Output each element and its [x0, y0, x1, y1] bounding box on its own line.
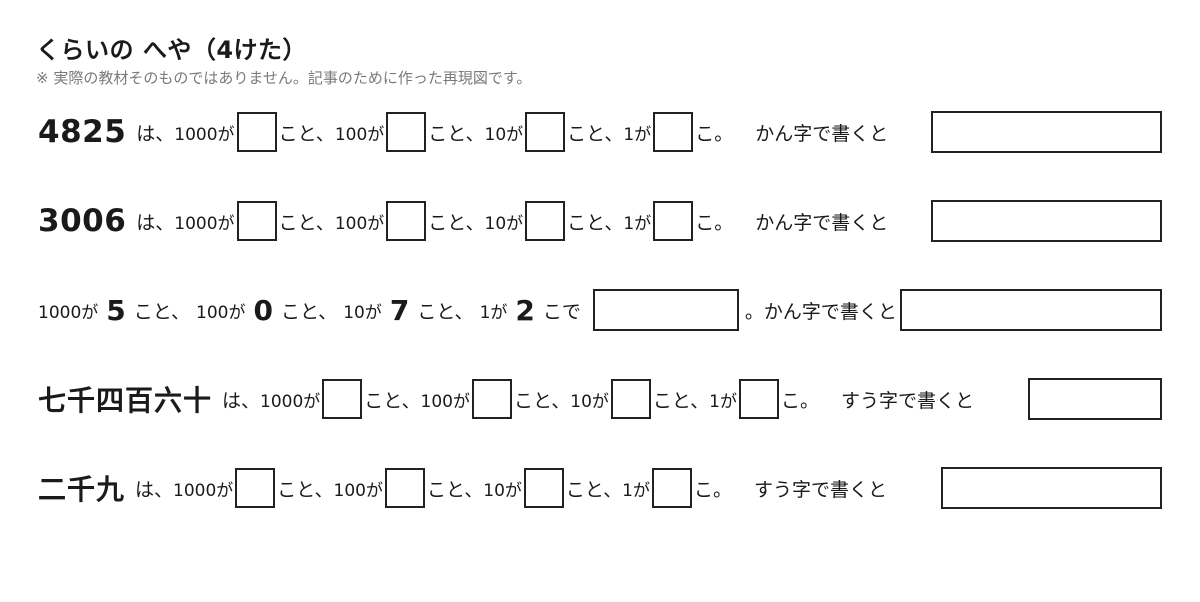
tens-input-box[interactable] [525, 112, 566, 152]
hundreds-input-box[interactable] [385, 468, 425, 508]
koto-label: こと、 [428, 211, 485, 234]
kanji-write-label: かん字で書くと [763, 300, 897, 323]
koto-label: こと、 [427, 478, 484, 501]
thousands-input-box[interactable] [236, 112, 277, 152]
koto-label: こと、 [567, 211, 624, 234]
hundreds-digit: 0 [253, 293, 273, 327]
problem-row-5: 二千九 は、 1000が こと、 100が こと、 10が こと、 1が こ。 … [38, 466, 1162, 510]
ones-label: 1が [479, 302, 508, 323]
hundreds-label: 100が [196, 302, 246, 323]
kanji-write-label: かん字で書くと [755, 122, 889, 145]
thousands-digit: 5 [106, 293, 126, 327]
tens-input-box[interactable] [610, 379, 651, 419]
kanji-answer-box[interactable] [900, 289, 1162, 331]
wa-label: は、 [136, 211, 175, 234]
koto-label: こと、 [565, 478, 623, 501]
hundreds-label: 100が [334, 213, 385, 234]
disclaimer-note: ※ 実際の教材そのものではありません。記事のために作った再現図です。 [36, 69, 532, 87]
worksheet-title: くらいの へや（4けた） [36, 36, 308, 64]
thousands-input-box[interactable] [235, 468, 276, 508]
kanji-answer-box[interactable] [931, 200, 1162, 242]
koto-label: こと、 [277, 478, 334, 501]
koto-label: こと、 [278, 211, 335, 234]
wa-label: は、 [135, 478, 174, 501]
hundreds-input-box[interactable] [386, 112, 427, 152]
suuji-write-label: すう字で書くと [753, 478, 887, 501]
number-4825: 4825 [38, 114, 127, 150]
tens-label: 10が [484, 213, 524, 234]
number-kanji-7460: 七千四百六十 [38, 384, 213, 417]
ko-label: こ。 [695, 211, 734, 234]
problem-row-4: 七千四百六十 は、 1000が こと、 100が こと、 10が こと、 1が … [38, 377, 1162, 421]
tens-input-box[interactable] [525, 201, 566, 241]
number-kanji-2009: 二千九 [38, 473, 126, 506]
ko-label: こ。 [780, 389, 819, 412]
suuji-write-label: すう字で書くと [840, 389, 974, 412]
thousands-label: 1000が [174, 213, 235, 234]
number-answer-box[interactable] [941, 467, 1162, 509]
ones-input-box[interactable] [738, 379, 779, 419]
ones-label: 1が [623, 213, 652, 234]
hundreds-label: 100が [334, 124, 385, 145]
number-3006: 3006 [38, 203, 127, 239]
wa-label: は、 [136, 122, 175, 145]
koto-label: こと、 [567, 122, 624, 145]
ones-digit: 2 [515, 293, 535, 327]
tens-input-box[interactable] [523, 468, 564, 508]
koto-label: こと、 [652, 389, 710, 412]
ones-label: 1が [622, 480, 650, 501]
tens-label: 10が [570, 391, 609, 412]
ones-input-box[interactable] [653, 201, 694, 241]
tens-digit: 7 [389, 293, 410, 327]
ko-label: こ。 [693, 478, 732, 501]
period-label: 。 [744, 300, 764, 323]
thousands-label: 1000が [173, 480, 234, 501]
ones-label: 1が [709, 391, 737, 412]
problem-row-2: 3006 は、 1000が こと、 100が こと、 10が こと、 1が こ。… [38, 199, 1162, 243]
hundreds-input-box[interactable] [472, 379, 512, 419]
koto-label: こと、 [514, 389, 571, 412]
tens-label: 10が [484, 124, 524, 145]
kanji-write-label: かん字で書くと [755, 211, 889, 234]
hundreds-input-box[interactable] [386, 201, 427, 241]
koto-label: こと、 [428, 122, 485, 145]
hundreds-label: 100が [420, 391, 470, 412]
problem-row-3: 1000が 5 こと、 100が 0 こと、 10が 7 こと、 1が 2 こで… [38, 288, 1162, 332]
number-answer-box[interactable] [592, 289, 739, 331]
koto-label: こと、 [417, 300, 474, 323]
number-answer-box[interactable] [1028, 378, 1162, 420]
koto-label: こと、 [364, 389, 421, 412]
koto-label: こと、 [133, 300, 190, 323]
ones-label: 1が [623, 124, 652, 145]
thousands-label: 1000が [174, 124, 235, 145]
kode-label: こで [542, 300, 581, 323]
koto-label: こと、 [278, 122, 335, 145]
hundreds-label: 100が [333, 480, 383, 501]
thousands-input-box[interactable] [322, 379, 363, 419]
ones-input-box[interactable] [653, 112, 694, 152]
thousands-label: 1000が [260, 391, 321, 412]
problem-row-1: 4825 は、 1000が こと、 100が こと、 10が こと、 1が こ。… [38, 110, 1162, 154]
tens-label: 10が [343, 302, 382, 323]
thousands-label: 1000が [38, 302, 99, 323]
ko-label: こ。 [695, 122, 734, 145]
wa-label: は、 [222, 389, 261, 412]
ones-input-box[interactable] [651, 468, 692, 508]
tens-label: 10が [483, 480, 522, 501]
kanji-answer-box[interactable] [931, 111, 1162, 153]
koto-label: こと、 [280, 300, 338, 323]
thousands-input-box[interactable] [236, 201, 277, 241]
